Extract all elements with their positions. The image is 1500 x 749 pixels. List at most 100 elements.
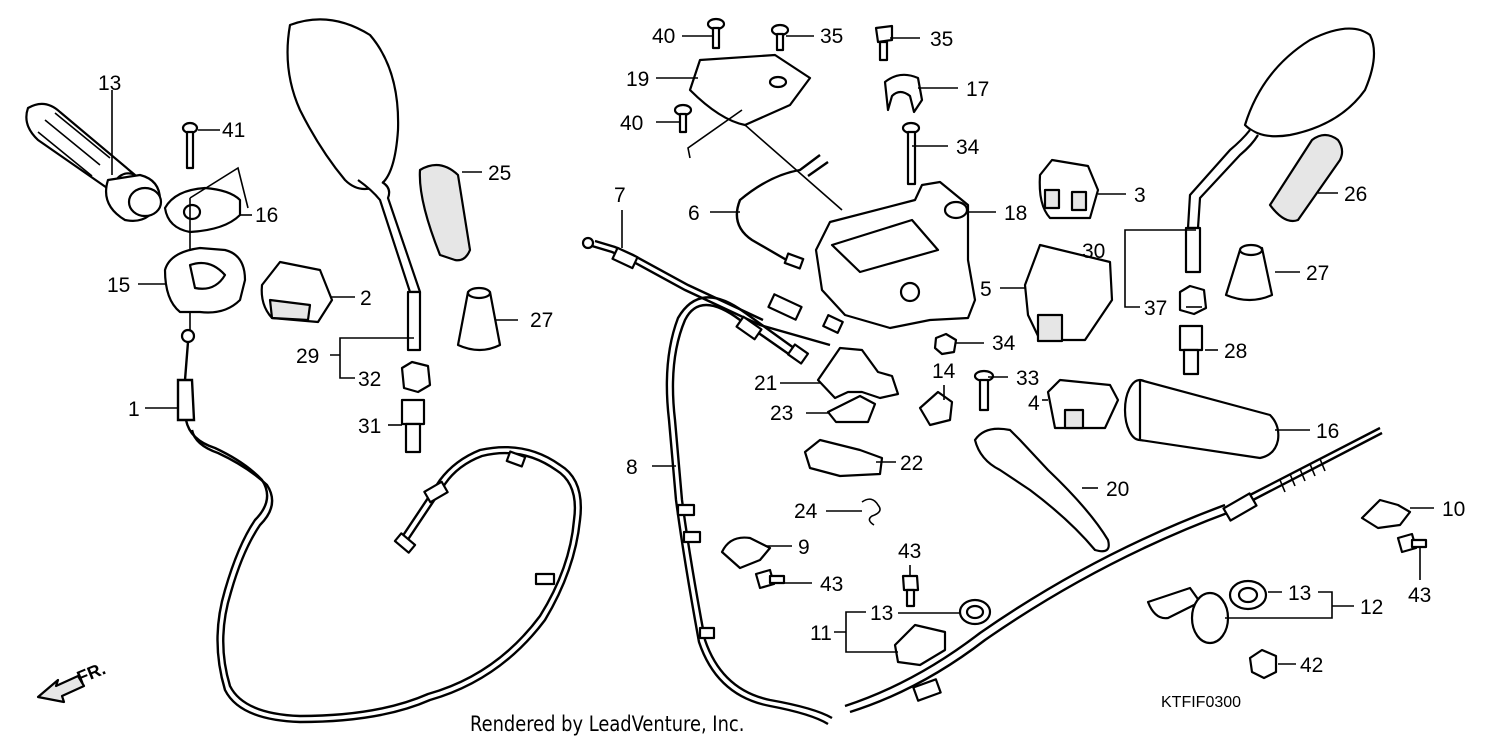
right-boot-28 xyxy=(1224,243,1274,302)
label-40-top: 40 xyxy=(652,25,675,48)
right-mirror xyxy=(1184,27,1376,274)
bolt-34 xyxy=(901,121,921,186)
switch-5 xyxy=(1023,243,1114,343)
front-direction-label: FR. xyxy=(74,658,108,687)
screw-41 xyxy=(181,121,199,170)
label-33: 33 xyxy=(1016,367,1039,390)
grommet-13-right xyxy=(1228,579,1268,611)
boot-14 xyxy=(918,390,954,427)
switch-4 xyxy=(1046,378,1120,430)
label-3: 3 xyxy=(1134,184,1146,207)
cable-7 xyxy=(581,236,844,347)
label-31: 31 xyxy=(358,415,381,438)
label-17: 15 xyxy=(107,274,130,297)
label-18: 16 xyxy=(255,204,278,227)
left-grip xyxy=(25,102,163,222)
label-32: 28 xyxy=(1224,340,1247,363)
clamp-19 xyxy=(883,73,924,114)
right-cover-27 xyxy=(1268,133,1344,223)
screw-39 xyxy=(874,24,894,62)
label-27-right: 26 xyxy=(1344,183,1367,206)
bolt-43-center xyxy=(901,574,920,608)
throttle-housing-lower xyxy=(163,246,247,314)
bolt-33 xyxy=(973,369,995,412)
adapter-31 xyxy=(400,398,426,454)
label-8: 8 xyxy=(626,456,638,479)
plate-25 xyxy=(826,394,877,424)
label-10: 10 xyxy=(1442,498,1465,521)
label-40-lower: 40 xyxy=(620,112,643,135)
right-grip xyxy=(1123,378,1280,460)
label-35: 35 xyxy=(820,25,843,48)
cable-long xyxy=(844,426,1383,714)
switch-housing-20 xyxy=(814,180,977,330)
label-38: 34 xyxy=(992,332,1016,355)
label-43-left: 43 xyxy=(820,573,843,596)
label-37: 37 xyxy=(1144,297,1167,320)
switch-cover-21 xyxy=(687,53,843,211)
spring-26 xyxy=(861,498,881,526)
label-22: 20 xyxy=(1106,478,1129,501)
wire-6 xyxy=(735,154,829,270)
clip-10 xyxy=(1360,498,1412,530)
screw-40-top xyxy=(706,17,726,50)
label-42: 42 xyxy=(1300,654,1323,677)
label-9: 9 xyxy=(798,536,810,559)
label-14: 14 xyxy=(932,360,956,383)
label-12: 12 xyxy=(1360,596,1383,619)
bracket-12 xyxy=(1146,586,1230,645)
label-43-right: 43 xyxy=(1408,584,1431,607)
label-36: 32 xyxy=(358,368,381,391)
label-29: 29 xyxy=(296,345,319,368)
label-13-center: 13 xyxy=(870,602,893,625)
label-15: 13 xyxy=(98,72,121,95)
part-numbers: 13 41 16 15 2 25 27 29 32 31 1 40 35 35 … xyxy=(98,25,1465,677)
label-41: 41 xyxy=(222,119,245,142)
label-11: 11 xyxy=(810,622,832,645)
label-21: 19 xyxy=(626,68,649,91)
bracket-23 xyxy=(816,346,900,400)
label-20: 18 xyxy=(1004,202,1027,225)
cable-8 xyxy=(665,296,833,726)
nut-37 xyxy=(1178,284,1208,316)
label-28-right: 27 xyxy=(1306,262,1329,285)
label-43-center: 43 xyxy=(898,540,921,563)
adapter-32 xyxy=(1178,324,1204,376)
label-24: 22 xyxy=(900,452,923,475)
left-mirror xyxy=(286,18,422,352)
lever-22 xyxy=(973,427,1110,553)
bracket-11 xyxy=(893,623,947,667)
front-direction-arrow: FR. xyxy=(36,658,108,704)
label-1: 1 xyxy=(128,398,140,421)
diagram-code: KTFIF0300 xyxy=(1161,694,1242,711)
label-2: 2 xyxy=(360,287,372,310)
switch-left xyxy=(260,260,334,324)
label-7: 7 xyxy=(614,184,626,207)
left-boot-28 xyxy=(456,286,502,352)
label-28-left: 27 xyxy=(530,309,553,332)
left-cover-27 xyxy=(418,163,472,262)
label-13-right: 13 xyxy=(1288,582,1311,605)
nut-42 xyxy=(1248,648,1278,680)
nut-36 xyxy=(400,360,432,394)
clamp-9 xyxy=(720,536,772,570)
label-4: 4 xyxy=(1028,392,1040,415)
throttle-housing-upper xyxy=(163,166,249,338)
screw-40-lower xyxy=(673,103,693,134)
label-5: 5 xyxy=(980,278,992,301)
screw-35 xyxy=(770,23,790,52)
bracket-24 xyxy=(803,438,884,478)
nut-38 xyxy=(933,332,958,356)
label-26: 24 xyxy=(794,500,818,523)
label-39: 35 xyxy=(930,28,953,51)
grommet-13-center xyxy=(958,598,992,626)
label-30: 30 xyxy=(1082,240,1105,263)
label-6: 6 xyxy=(688,202,700,225)
label-27-left: 25 xyxy=(488,162,511,185)
label-34: 34 xyxy=(956,136,980,159)
bolt-43-right xyxy=(1396,532,1428,554)
throttle-cable xyxy=(176,328,582,724)
leader-lines xyxy=(111,35,1434,665)
label-25: 23 xyxy=(770,402,793,425)
